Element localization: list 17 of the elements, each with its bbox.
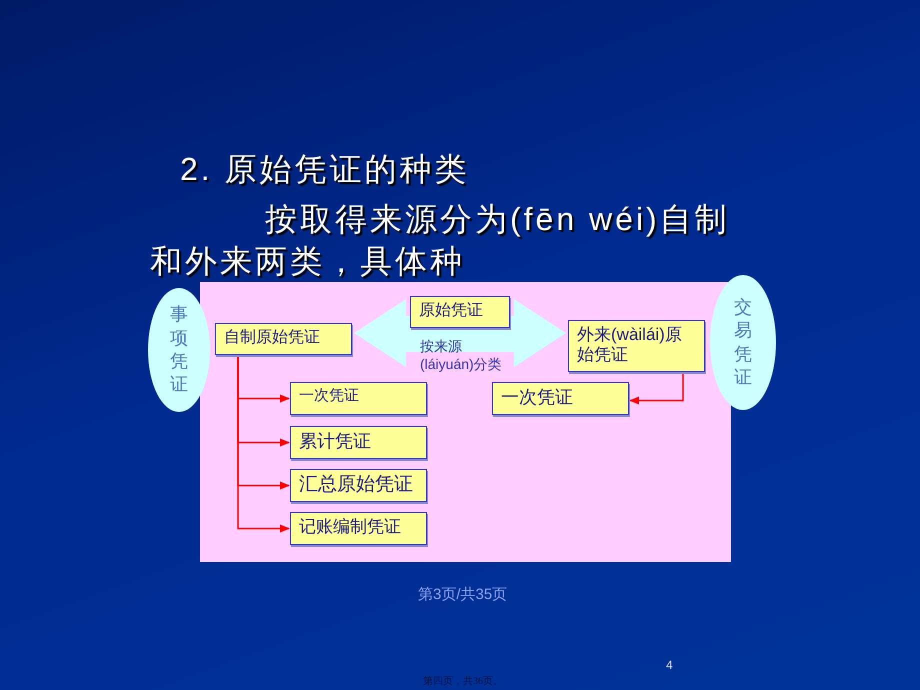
arrow	[237, 355, 290, 532]
edge-label: 按来源(láiyuán)分类	[420, 337, 502, 374]
process-box: 一次凭证	[290, 382, 427, 415]
arrow	[629, 374, 684, 404]
process-box: 累计凭证	[290, 426, 427, 459]
page-count: 第3页/共35页	[418, 585, 508, 604]
process-box: 汇总原始凭证	[290, 469, 427, 502]
ellipse: 事项凭证	[148, 288, 210, 412]
slide-number: 4	[666, 658, 673, 672]
process-box: 记账编制凭证	[290, 512, 427, 545]
process-box: 一次凭证	[492, 382, 629, 415]
page-footer: 第四页，共36页。	[423, 674, 503, 688]
process-box: 自制原始凭证	[215, 323, 352, 355]
process-box: 外来(wàilái)原始凭证	[568, 320, 705, 372]
ellipse: 交易凭证	[710, 275, 776, 410]
label-box: 原始凭证	[410, 296, 510, 328]
title: 2. 原始凭证的种类	[180, 150, 470, 189]
